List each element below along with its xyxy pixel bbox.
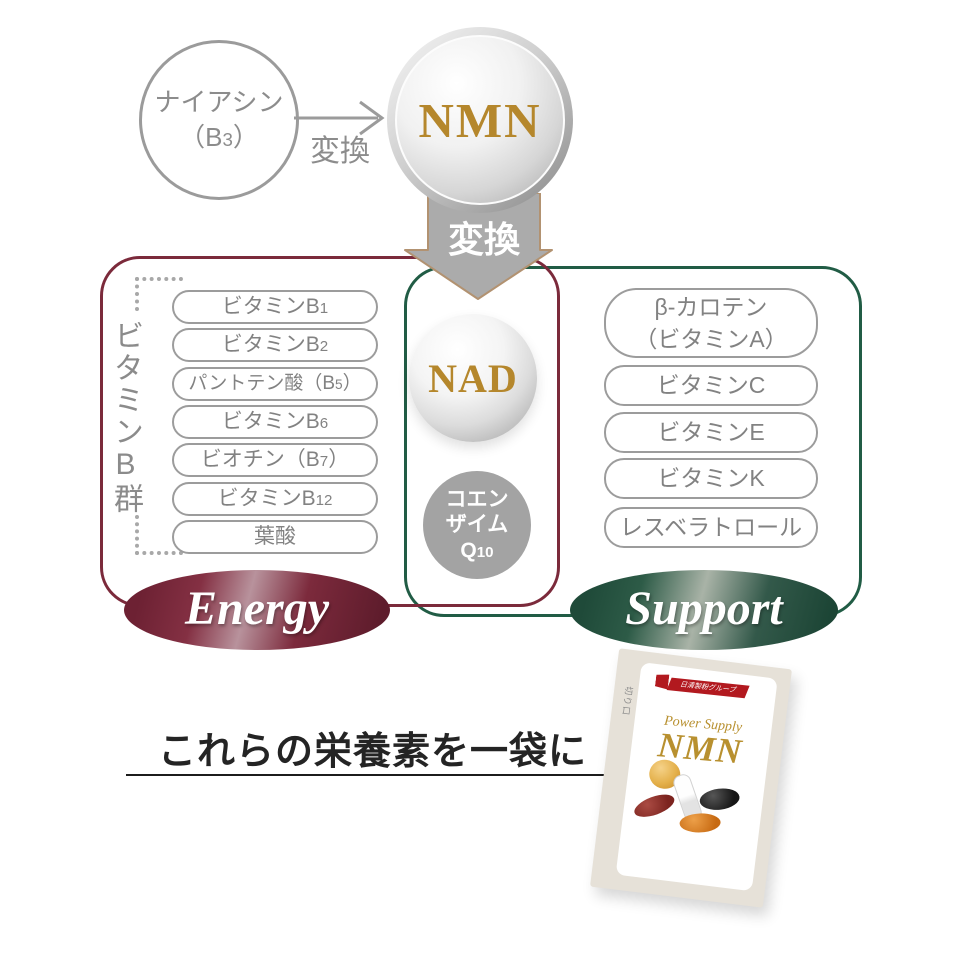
pill-vitamin-b2: ビタミンB2 — [172, 328, 378, 362]
niacin-label-line1: ナイアシン — [154, 86, 284, 117]
package-cut-label: 切り口 — [620, 685, 635, 717]
support-badge: Support — [570, 570, 838, 650]
pill-beta-carotene: β-カロテン （ビタミンA） — [604, 288, 818, 358]
dotted-bracket-top — [135, 277, 183, 311]
niacin-circle: ナイアシン （B3） — [139, 40, 299, 200]
tablet-orange-icon — [679, 812, 721, 834]
nmn-sphere-inner: NMN — [395, 35, 565, 205]
nmn-label: NMN — [418, 92, 542, 148]
pill-pantothenic-acid: パントテン酸（B5） — [172, 367, 378, 401]
brand-banner: 日清製粉グループ — [666, 677, 750, 699]
headline-underline — [126, 774, 612, 776]
vitamin-b-group-label: ビタミンB群 — [109, 320, 142, 515]
nad-sphere: NAD — [409, 314, 537, 442]
tablet-red-icon — [631, 790, 678, 822]
pill-vitamin-e: ビタミンE — [604, 412, 818, 453]
dotted-bracket-bottom — [135, 515, 183, 555]
nad-label: NAD — [428, 355, 518, 401]
tablet-black-icon — [698, 786, 741, 813]
coq10-line2: ザイム — [445, 513, 509, 537]
convert-down-label: 変換 — [447, 219, 520, 260]
product-package: 切り口 日清製粉グループ Power Supply NMN — [590, 648, 792, 908]
pill-vitamin-b6: ビタミンB6 — [172, 405, 378, 439]
convert-right-label: 変換 — [310, 135, 370, 168]
down-arrow-icon — [404, 193, 553, 300]
coq10-line1: コエン — [445, 488, 509, 512]
support-badge-label: Support — [625, 581, 783, 635]
pill-vitamin-b12: ビタミンB12 — [172, 482, 378, 516]
niacin-label-line2: （B3） — [179, 122, 259, 152]
pill-folic-acid: 葉酸 — [172, 520, 378, 554]
pill-biotin: ビオチン（B7） — [172, 443, 378, 477]
energy-badge-label: Energy — [185, 581, 329, 635]
package-front-panel: 日清製粉グループ Power Supply NMN — [615, 662, 778, 892]
footer-headline: これらの栄養素を一袋に — [158, 731, 588, 773]
nmn-sphere: NMN — [387, 27, 573, 213]
energy-badge: Energy — [124, 570, 390, 650]
pill-resveratrol: レスベラトロール — [604, 507, 818, 548]
coenzyme-q10-circle: コエン ザイム Q10 — [423, 471, 531, 579]
pill-vitamin-b1: ビタミンB1 — [172, 290, 378, 324]
pill-vitamin-k: ビタミンK — [604, 458, 818, 499]
right-arrow-icon — [294, 100, 385, 136]
coq10-line3: Q10 — [460, 538, 494, 562]
pill-vitamin-c: ビタミンC — [604, 365, 818, 406]
